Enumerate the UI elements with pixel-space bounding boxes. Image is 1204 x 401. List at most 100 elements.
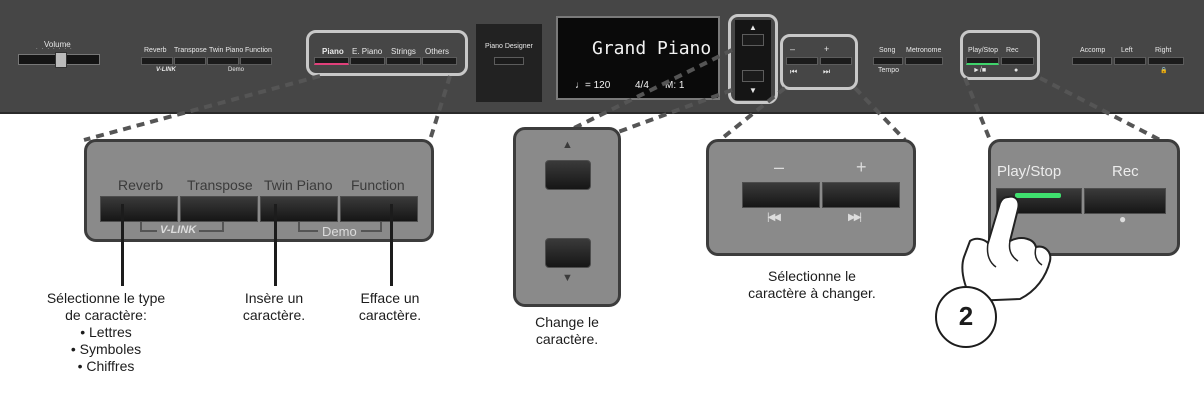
panel-others-label: Others — [425, 47, 450, 56]
callout-reverb-label: Reverb — [118, 177, 164, 193]
panel-metronome-button[interactable] — [905, 57, 943, 65]
panel-piano-label: Piano — [322, 47, 344, 56]
callout-playstop-label: Play/Stop — [997, 163, 1062, 180]
reverb-caption-line2: de caractère: — [65, 307, 147, 323]
panel-function-button[interactable] — [240, 57, 272, 65]
caption-bullet-digits: • Chiffres — [77, 358, 135, 374]
callout-demo-label: Demo — [318, 224, 361, 239]
select-caption: Sélectionne le caractère à changer. — [722, 268, 902, 302]
callout-minus-button[interactable] — [742, 182, 820, 208]
panel-minus-button[interactable] — [786, 57, 818, 65]
display-tempo: ♩= 120 — [575, 80, 611, 91]
step-number: 2 — [958, 301, 974, 331]
callout-reverb-button[interactable] — [100, 196, 178, 222]
panel-others-button[interactable] — [422, 57, 457, 65]
function-leader-line — [390, 204, 393, 286]
panel-piano-button[interactable] — [314, 57, 349, 65]
panel-right-label: Right — [1155, 47, 1172, 54]
panel-accomp-label: Accomp — [1080, 47, 1106, 54]
display-tone-name: Grand Piano — [592, 38, 712, 59]
insert-caption: Insère un caractère. — [214, 290, 334, 324]
panel-play-symbol: ►/■ — [973, 67, 987, 74]
panel-transpose-button[interactable] — [174, 57, 206, 65]
tone-group-outline — [306, 30, 468, 76]
panel-reverb-button[interactable] — [141, 57, 173, 65]
twinpiano-leader-line — [274, 204, 277, 286]
callout-rec-label: Rec — [1112, 163, 1139, 180]
panel-plus-button[interactable] — [820, 57, 852, 65]
panel-left-button[interactable] — [1114, 57, 1146, 65]
callout-up-button[interactable] — [545, 160, 591, 190]
insert-caption-line2: caractère. — [242, 307, 306, 323]
panel-tempo-label: Tempo — [878, 67, 900, 74]
callout-up-arrow: ▲ — [562, 139, 573, 151]
cursor-panel — [735, 20, 771, 100]
piano-designer-label: Piano Designer — [485, 43, 533, 50]
panel-twinpiano-button[interactable] — [207, 57, 239, 65]
panel-accomp-button[interactable] — [1072, 57, 1112, 65]
reverb-caption-line1: Sélectionne le type — [46, 290, 166, 306]
panel-up-arrow: ▲ — [749, 23, 757, 32]
callout-transpose-button[interactable] — [180, 196, 258, 222]
display-beat: 4/4 — [635, 80, 649, 91]
panel-right-button[interactable] — [1148, 57, 1184, 65]
cursor-group-outline — [728, 14, 778, 104]
lcd-display — [556, 16, 720, 100]
volume-label: Volume — [44, 40, 71, 49]
callout-down-arrow: ▼ — [562, 272, 573, 284]
callout-function-button[interactable] — [340, 196, 418, 222]
panel-left-label: Left — [1121, 47, 1133, 54]
panel-rewind-icon: ⏮ — [790, 67, 798, 76]
callout-plus-button[interactable] — [822, 182, 900, 208]
panel-twinpiano-label: Twin Piano — [209, 47, 244, 54]
panel-song-label: Song — [879, 47, 896, 54]
panel-forward-icon: ⏭ — [823, 67, 831, 76]
panel-plus-label: + — [824, 44, 830, 54]
pressing-hand-icon — [961, 195, 1052, 302]
volume-slider[interactable] — [18, 52, 100, 68]
recorder-group-outline — [960, 30, 1040, 80]
callout-down-button[interactable] — [545, 238, 591, 268]
panel-song-button[interactable] — [873, 57, 903, 65]
piano-designer-button[interactable] — [494, 57, 524, 65]
panel-transpose-label: Transpose — [174, 47, 207, 54]
panel-epiano-label: E. Piano — [352, 47, 383, 56]
value-group-outline — [780, 34, 858, 90]
volume-scale: ······· — [36, 46, 76, 52]
panel-down-arrow: ▼ — [749, 86, 757, 95]
select-caption-line1: Sélectionne le — [768, 268, 856, 284]
change-caption: Change le caractère. — [517, 314, 617, 348]
panel-playstop-button[interactable] — [966, 57, 999, 65]
panel-function-label: Function — [245, 47, 272, 54]
step-number-badge: 2 — [935, 286, 997, 348]
callout-minus-label: – — [774, 157, 785, 177]
reverb-callout-box — [84, 139, 434, 242]
erase-caption-line2: caractère. — [358, 307, 422, 323]
caption-bullet-symbols: • Symboles — [70, 341, 142, 357]
control-panel: Volume ······· Reverb Transpose Twin Pia… — [0, 0, 1204, 114]
panel-strings-button[interactable] — [386, 57, 421, 65]
panel-demo-label: Demo — [228, 67, 245, 73]
callout-function-label: Function — [351, 177, 405, 193]
reverb-leader-line — [121, 204, 124, 286]
reverb-caption: Sélectionne le type de caractère: • Lett… — [6, 290, 206, 375]
panel-up-button[interactable] — [742, 34, 764, 46]
panel-minus-label: – — [790, 44, 796, 54]
callout-twinpiano-label: Twin Piano — [264, 177, 333, 193]
playstop-indicator-light — [1015, 193, 1061, 198]
erase-caption: Efface un caractère. — [340, 290, 440, 324]
panel-down-button[interactable] — [742, 70, 764, 82]
callout-twinpiano-button[interactable] — [260, 196, 338, 222]
callout-rec-button[interactable] — [1084, 188, 1166, 214]
lock-icon: 🔒 — [1160, 68, 1168, 74]
callout-rec-symbol: ● — [1119, 212, 1127, 226]
panel-strings-label: Strings — [391, 47, 416, 56]
display-measure: M: 1 — [665, 80, 685, 91]
erase-caption-line1: Efface un — [360, 290, 420, 306]
select-caption-line2: caractère à changer. — [748, 285, 876, 301]
panel-rec-button[interactable] — [1001, 57, 1034, 65]
panel-metronome-label: Metronome — [906, 47, 942, 54]
cursor-callout-box — [513, 127, 621, 307]
panel-epiano-button[interactable] — [350, 57, 385, 65]
